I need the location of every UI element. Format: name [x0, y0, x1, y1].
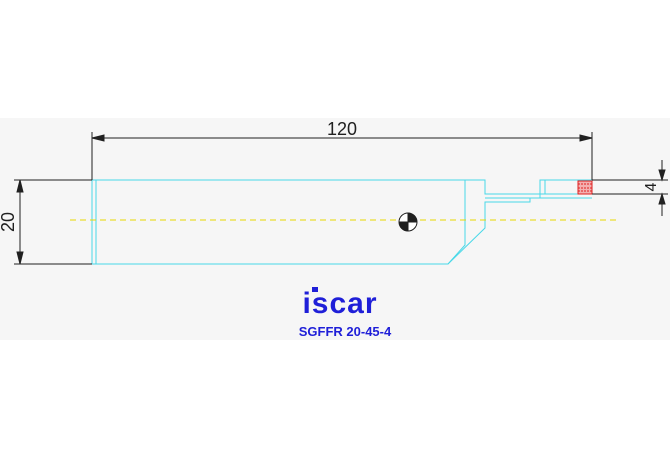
neck-outline — [465, 179, 541, 198]
brand-logo: iscar — [302, 287, 377, 320]
neck-lower — [447, 197, 592, 265]
dimension-length-value: 120 — [327, 119, 357, 139]
insert — [577, 180, 593, 195]
dimension-groove-value: 4 — [643, 182, 660, 191]
dimension-height — [14, 179, 92, 265]
shank-outline — [91, 179, 466, 265]
dimension-groove — [592, 160, 668, 216]
dimension-length — [91, 132, 593, 180]
center-mark-icon — [398, 212, 418, 232]
drawing-background — [0, 118, 670, 340]
dimension-height-value: 20 — [0, 212, 18, 232]
part-number: SGFFR 20-45-4 — [298, 324, 392, 339]
svg-text:iscar: iscar — [302, 287, 377, 320]
tool-body — [91, 179, 593, 265]
